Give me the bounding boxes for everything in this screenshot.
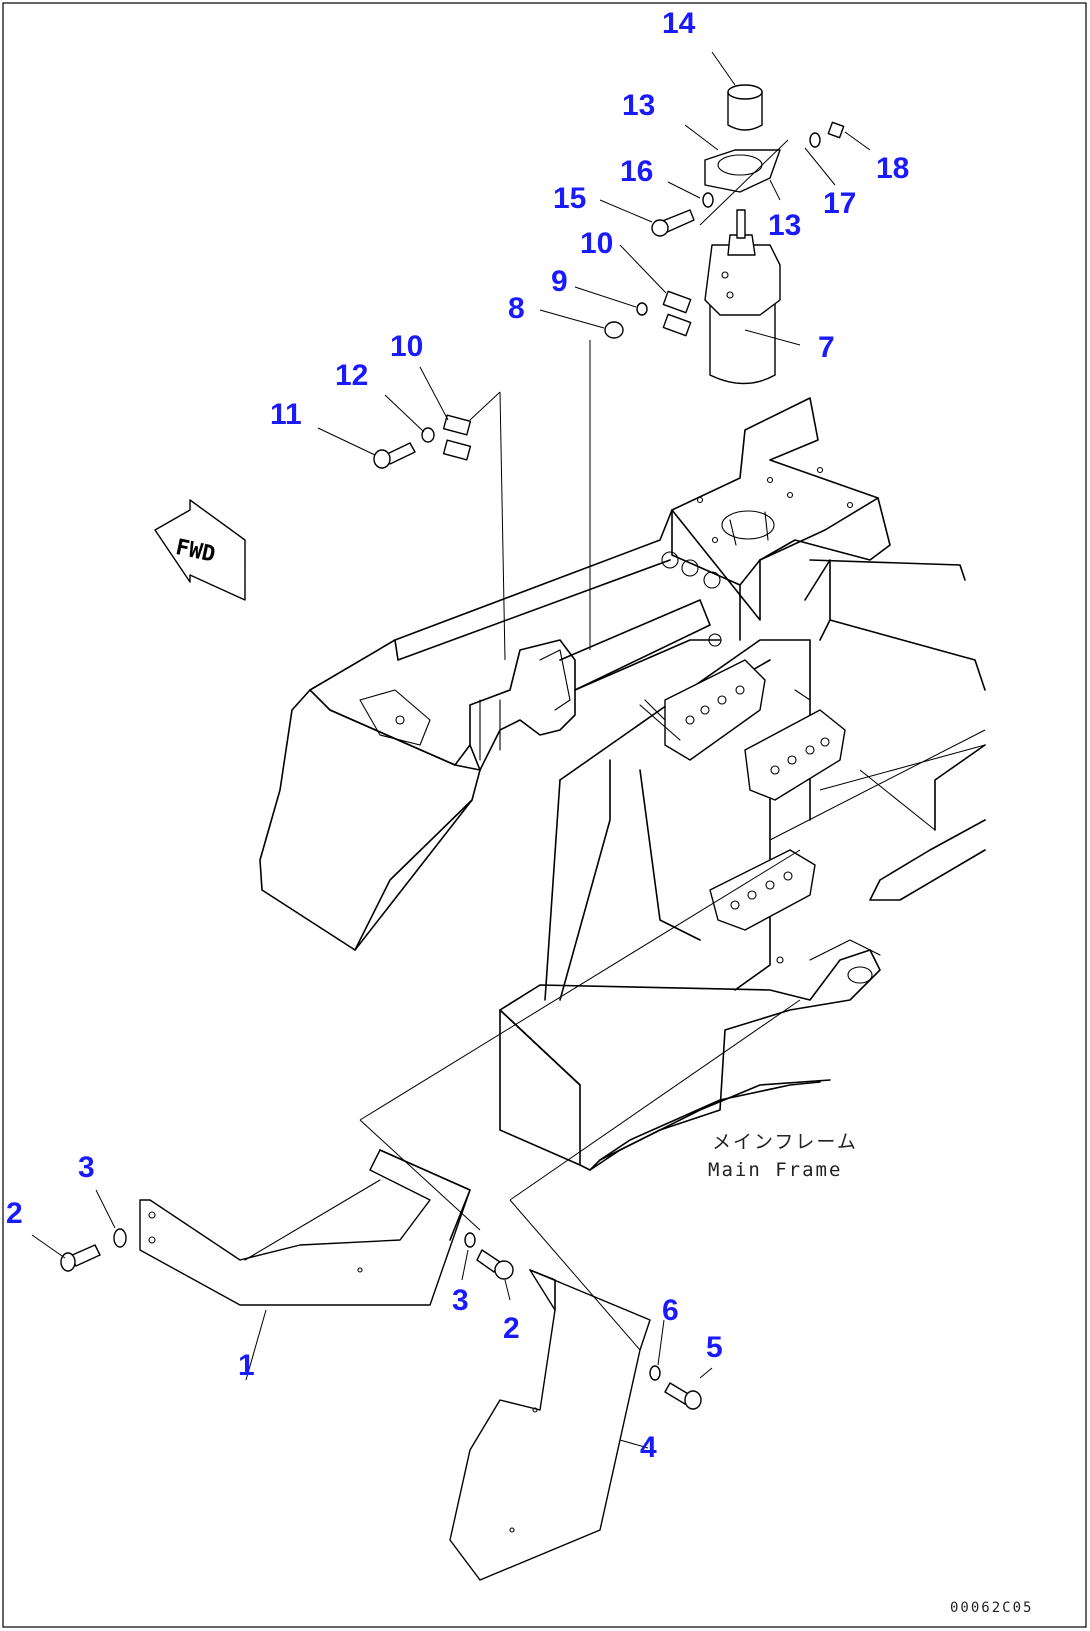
- fwd-sign: FWD: [154, 499, 246, 601]
- callout-18: 18: [876, 152, 909, 185]
- callout-15: 15: [553, 182, 586, 215]
- callout-11: 11: [270, 398, 302, 431]
- callout-16: 16: [620, 155, 653, 188]
- callout-6: 6: [662, 1294, 679, 1327]
- callout-14: 14: [662, 7, 696, 40]
- callout-7: 7: [818, 331, 835, 364]
- callout-5: 5: [706, 1331, 723, 1364]
- main-frame: [259, 397, 986, 1201]
- main-frame-label-en: Main Frame: [708, 1159, 842, 1181]
- callout-10-left: 10: [390, 330, 423, 363]
- callout-3-left: 3: [78, 1151, 95, 1184]
- callout-9: 9: [551, 265, 568, 298]
- callout-17: 17: [823, 187, 856, 220]
- hardware: FWD: [60, 84, 845, 1410]
- callout-13-lower: 13: [768, 209, 801, 242]
- callout-2-middle: 2: [503, 1312, 520, 1345]
- callout-12: 12: [335, 359, 368, 392]
- part-4-cover-plate: [449, 1269, 651, 1581]
- drawing-code: 00062C05: [950, 1600, 1033, 1616]
- callout-2-left: 2: [6, 1197, 23, 1230]
- callout-3-middle: 3: [452, 1284, 469, 1317]
- callout-8: 8: [508, 292, 525, 325]
- callout-13-upper: 13: [622, 89, 655, 122]
- callout-1: 1: [238, 1349, 255, 1382]
- leader-lines: [31, 51, 871, 1449]
- main-frame-label-jp: メインフレーム: [712, 1131, 858, 1153]
- callout-10-upper: 10: [580, 227, 613, 260]
- callout-4: 4: [640, 1431, 657, 1464]
- part-1-cover-plate: [139, 1149, 471, 1306]
- callout-numbers: 1 2 3 3 2 4 5 6 7 8 9 10 10 11 12 13 13 …: [6, 7, 909, 1464]
